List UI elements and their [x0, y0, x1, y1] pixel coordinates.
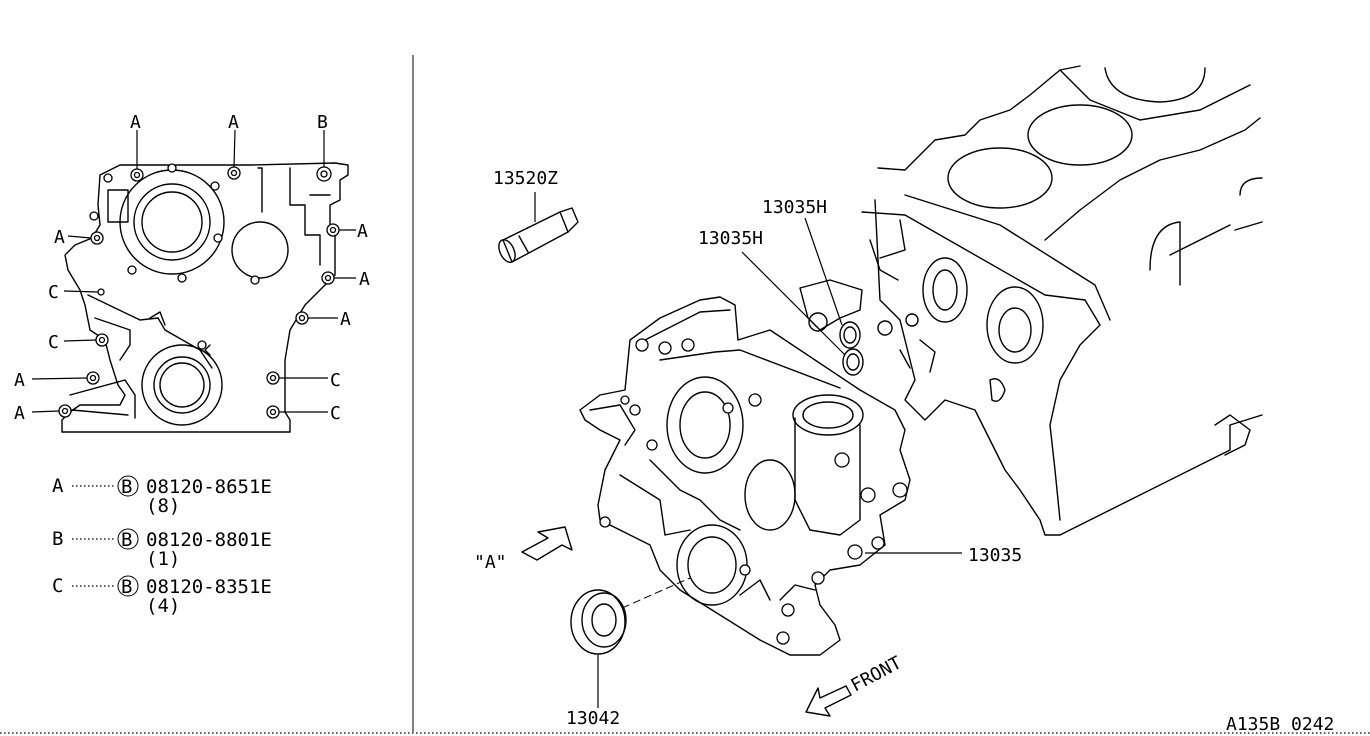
- bolt-label-a: A: [130, 112, 141, 133]
- bolt-label-b: B: [317, 112, 328, 133]
- bolt-label-c: C: [330, 370, 341, 391]
- part-labels: 13520Z 13035H 13035H 13035 13042: [493, 168, 1022, 729]
- part-label-13042: 13042: [566, 708, 620, 729]
- bolt-label-a: A: [14, 370, 25, 391]
- bolt-labels: A A B A A A A C C A A C C: [14, 112, 370, 424]
- timing-cover-front-view: [58, 162, 349, 433]
- svg-text:(4): (4): [146, 595, 180, 617]
- svg-text:(8): (8): [146, 495, 180, 517]
- bolt-label-c: C: [48, 332, 59, 353]
- part-label-13035h: 13035H: [698, 228, 763, 249]
- front-oil-seal-13042: [570, 577, 691, 655]
- bolt-label-a: A: [359, 269, 370, 290]
- view-a-arrow: "A": [474, 526, 573, 573]
- bolt-label-a: A: [340, 309, 351, 330]
- svg-text:B: B: [121, 476, 132, 498]
- bolt-leaders: [31, 129, 356, 413]
- svg-text:08120-8351E: 08120-8351E: [146, 576, 272, 598]
- legend-row-a: A B 08120-8651E (8): [52, 475, 272, 517]
- bolt-label-c: C: [330, 403, 341, 424]
- part-label-13520z: 13520Z: [493, 168, 558, 189]
- svg-text:B: B: [52, 528, 63, 550]
- bolt-label-c: C: [48, 282, 59, 303]
- diagram-code: A135B 0242: [1226, 714, 1334, 735]
- bolt-label-a: A: [228, 112, 239, 133]
- legend-row-b: B B 08120-8801E (1): [52, 528, 272, 570]
- svg-text:08120-8651E: 08120-8651E: [146, 476, 272, 498]
- dowel-pin-13520z: [498, 207, 579, 263]
- part-leaders: [534, 192, 962, 708]
- bolt-label-a: A: [14, 403, 25, 424]
- bolt-label-a: A: [357, 221, 368, 242]
- part-label-13035: 13035: [968, 545, 1022, 566]
- front-arrow: FRONT: [805, 652, 905, 717]
- front-label: FRONT: [847, 652, 905, 696]
- view-a-label: "A": [474, 552, 507, 573]
- engine-block: [861, 65, 1263, 536]
- svg-text:(1): (1): [146, 548, 180, 570]
- legend-row-c: C B 08120-8351E (4): [52, 575, 272, 617]
- bolt-label-a: A: [54, 227, 65, 248]
- svg-text:B: B: [121, 529, 132, 551]
- timing-cover-13035: [579, 296, 911, 656]
- svg-text:A: A: [52, 475, 64, 497]
- svg-text:C: C: [52, 575, 63, 597]
- bolt-legend: A B 08120-8651E (8) B B 08120-8801E (1) …: [52, 475, 272, 617]
- part-label-13035h: 13035H: [762, 197, 827, 218]
- svg-text:08120-8801E: 08120-8801E: [146, 529, 272, 551]
- svg-text:B: B: [121, 576, 132, 598]
